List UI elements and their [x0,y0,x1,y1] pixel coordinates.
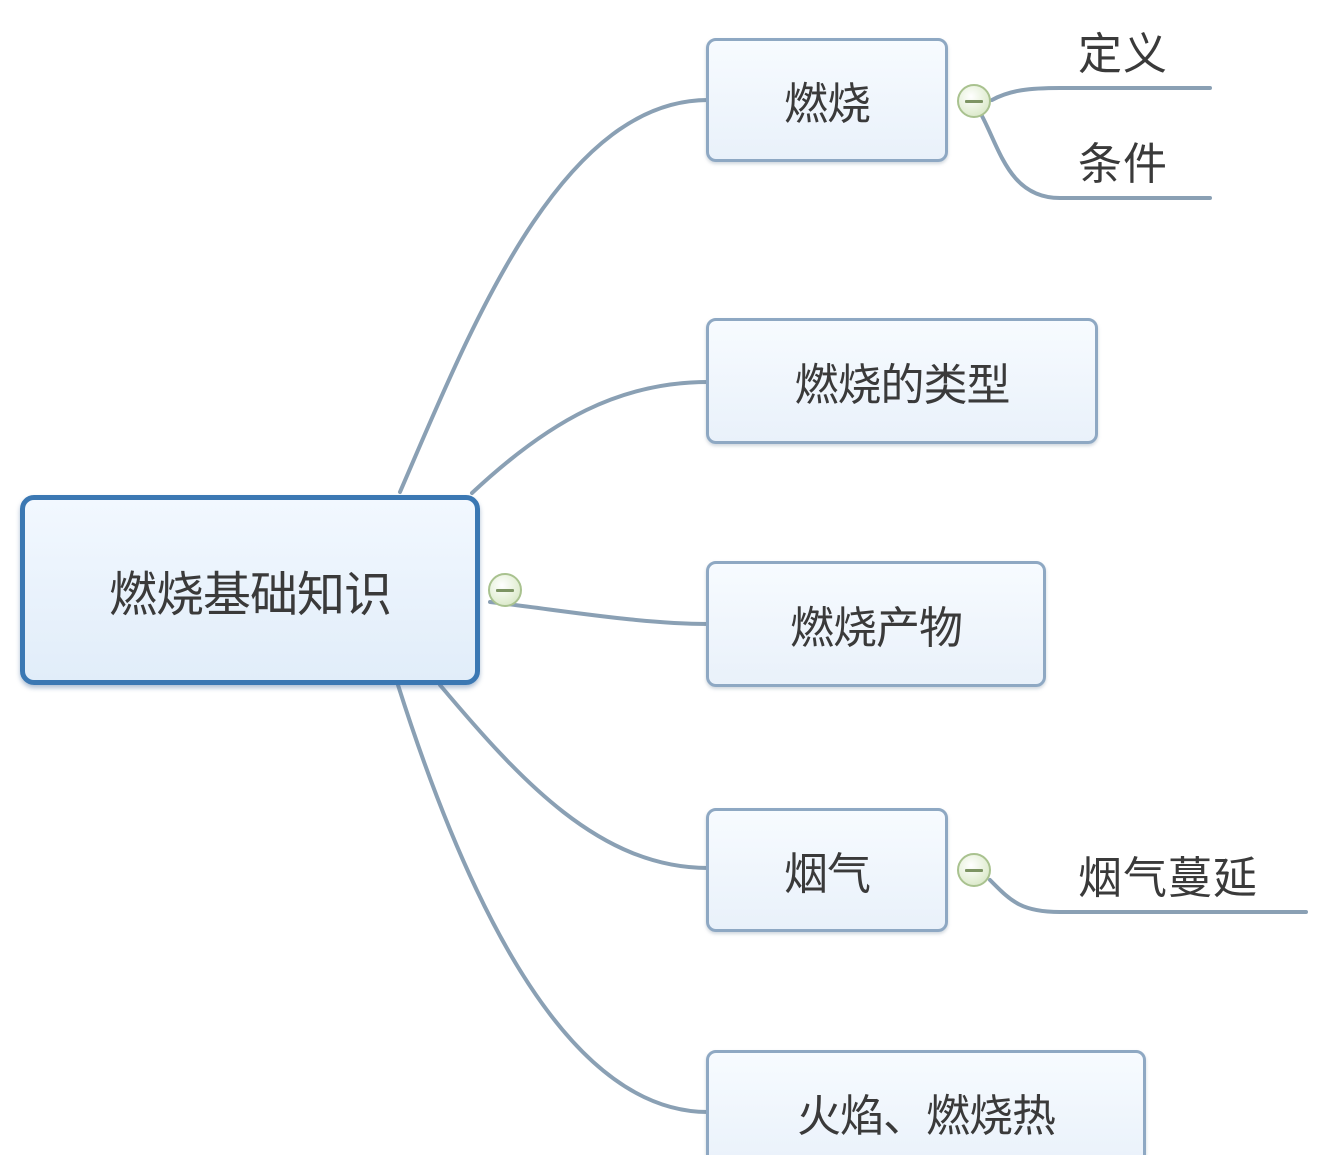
minus-circle-icon[interactable] [957,853,991,887]
connector-root-to-ranshao-leixing [470,380,710,495]
root-node[interactable]: 燃烧基础知识 [20,495,480,685]
branch-node-label: 燃烧产物 [790,603,963,654]
branch-node-label: 烟气 [784,849,871,900]
minus-bar [965,868,983,872]
leaf-yanqi-manyan[interactable]: 烟气蔓延 [1078,853,1258,904]
connector-root-to-yanqi [438,683,710,870]
connector-root-to-huoyan [396,683,710,1114]
branch-node-ranshao-leixing[interactable]: 燃烧的类型 [706,318,1098,444]
branch-node-ranshao-chanwu[interactable]: 燃烧产物 [706,561,1046,687]
minus-bar [496,588,514,592]
connector-root-to-ranshao [398,98,710,494]
connector-ranshao-to-dingyi [990,86,1212,102]
connector-yanqi-to-yanqi-manyan [988,878,1308,914]
connector-ranshao-to-tiaojian [980,114,1212,200]
branch-node-label: 火焰、燃烧热 [797,1091,1056,1142]
leaf-dingyi[interactable]: 定义 [1078,29,1168,80]
minus-circle-icon[interactable] [957,84,991,118]
branch-node-huoyan-ranshaore[interactable]: 火焰、燃烧热 [706,1050,1146,1155]
branch-node-ranshao[interactable]: 燃烧 [706,38,948,162]
branch-node-yanqi[interactable]: 烟气 [706,808,948,932]
minus-circle-icon[interactable] [488,573,522,607]
branch-node-label: 燃烧 [784,79,871,130]
branch-node-label: 燃烧的类型 [794,360,1011,411]
connector-root-to-ranshao-chanwu [488,600,710,626]
minus-bar [965,99,983,103]
leaf-tiaojian[interactable]: 条件 [1078,139,1168,190]
root-node-label: 燃烧基础知识 [108,567,392,623]
